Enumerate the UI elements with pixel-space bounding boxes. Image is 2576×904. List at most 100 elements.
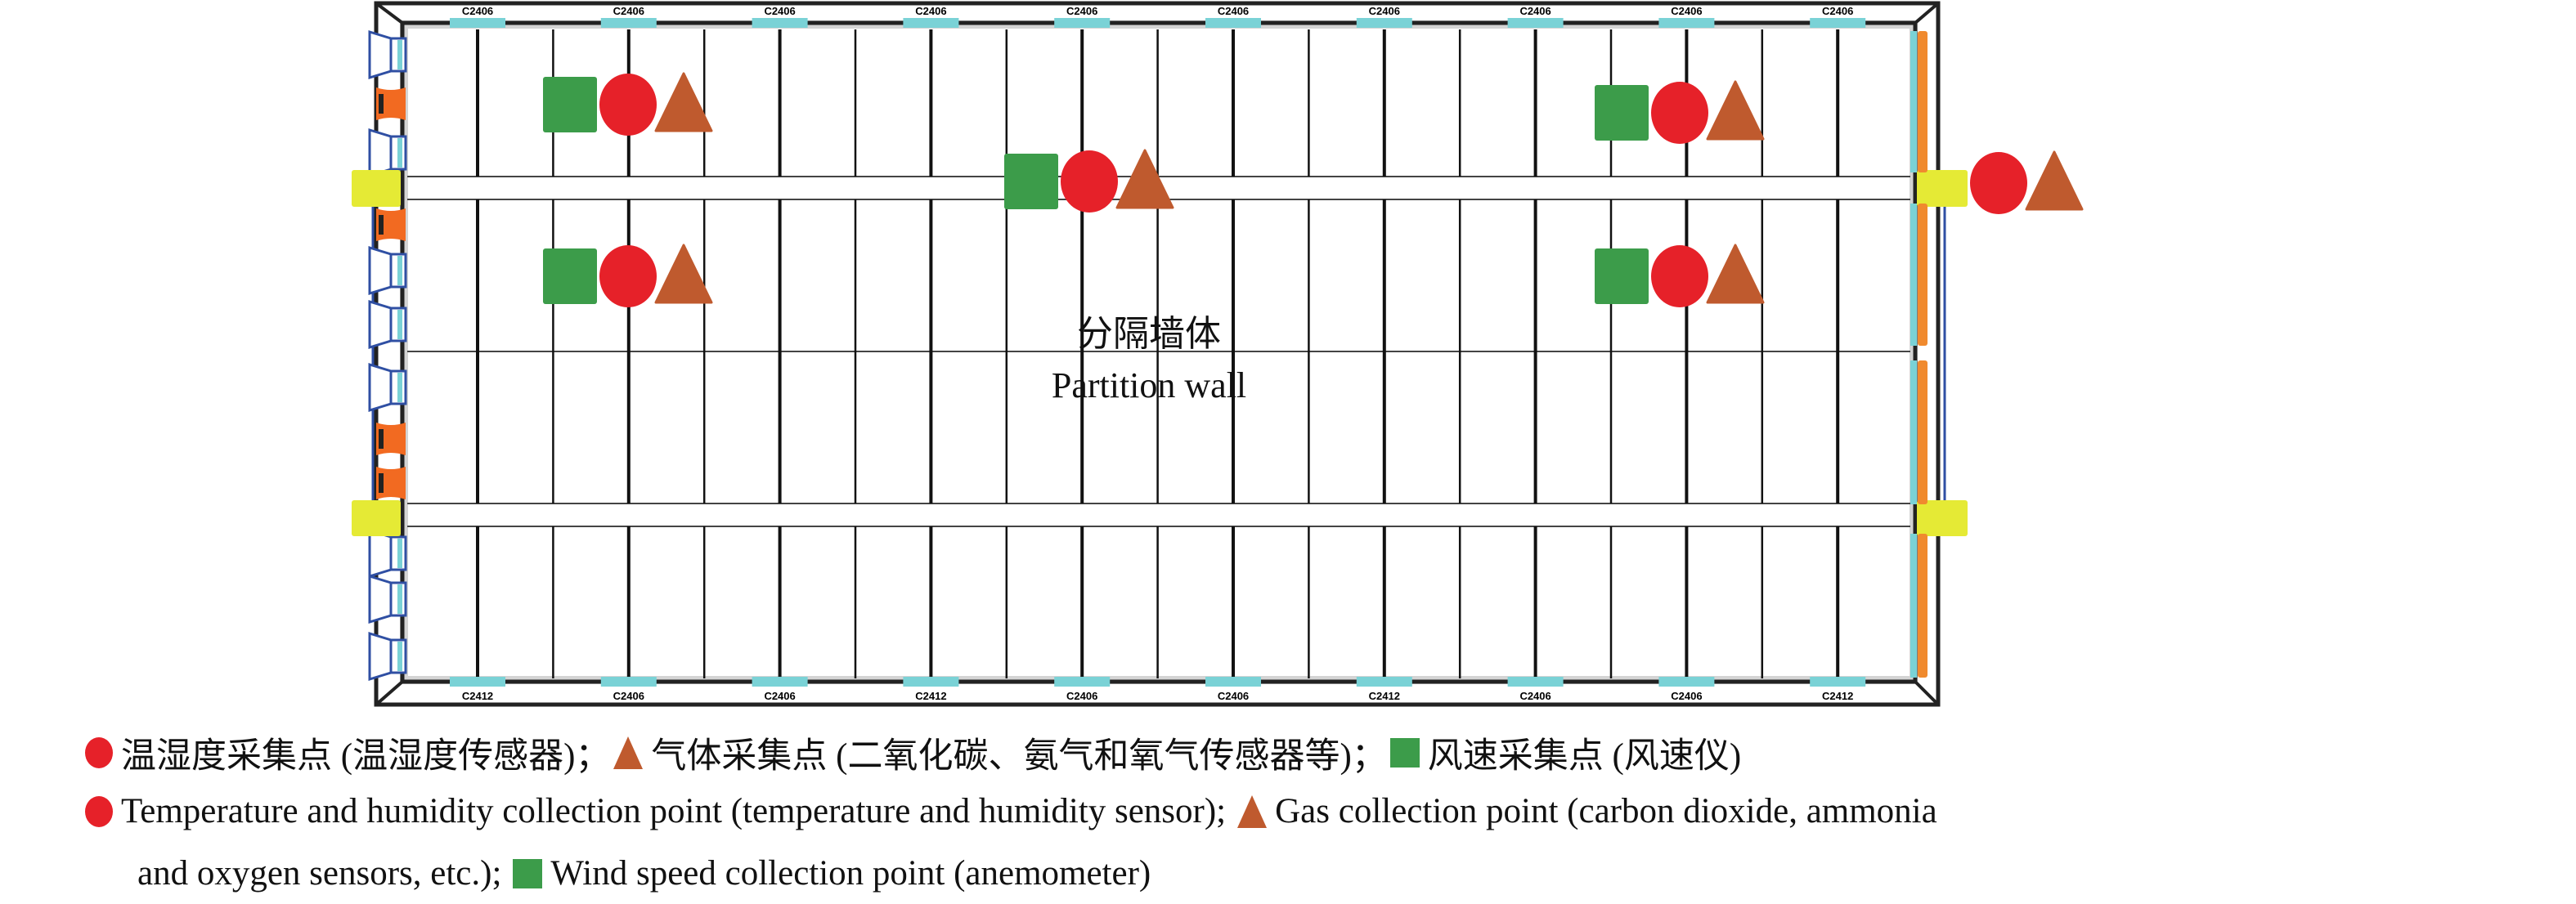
top-window-label: C2406	[1822, 5, 1853, 17]
fan-shutter	[397, 642, 402, 671]
wind-speed-sensor	[1595, 85, 1649, 141]
pad-strip	[1910, 360, 1917, 504]
temp-humidity-sensor	[599, 245, 657, 307]
cooling-pad	[1918, 31, 1928, 172]
bottom-window	[903, 677, 959, 687]
top-window-label: C2406	[613, 5, 644, 17]
wind-speed-sensor	[1595, 248, 1649, 304]
corner-line	[1914, 680, 1940, 706]
top-window	[1507, 18, 1564, 28]
gas-sensor	[654, 244, 713, 304]
exhaust-fan-icon	[368, 631, 407, 682]
bottom-window	[1810, 677, 1866, 687]
wind-speed-icon	[1389, 738, 1420, 768]
gas-icon	[1237, 794, 1268, 828]
exhaust-fan-icon	[368, 528, 407, 579]
exhaust-fan-icon	[368, 362, 407, 413]
gas-sensor	[654, 72, 713, 132]
top-window-label: C2406	[1066, 5, 1097, 17]
bottom-window	[1356, 677, 1412, 687]
temp-humidity-icon	[85, 737, 113, 768]
partition-label-en: Partition wall	[1051, 365, 1247, 405]
top-window-label: C2406	[462, 5, 493, 17]
bottom-window	[1658, 677, 1715, 687]
cooling-pad	[1918, 534, 1928, 678]
legend-wind-en: Wind speed collection point (anemometer)	[550, 854, 1151, 893]
bottom-window	[1507, 677, 1564, 687]
small-fan-motor	[379, 473, 384, 493]
temp-humidity-sensor	[599, 74, 657, 136]
top-window	[450, 18, 505, 28]
temp-humidity-sensor	[1651, 245, 1708, 307]
bottom-window-label: C2406	[1671, 690, 1702, 702]
air-inlet-right	[1917, 500, 1968, 536]
bottom-window	[1205, 677, 1261, 687]
corner-line	[1914, 2, 1940, 25]
bottom-window-label: C2406	[1218, 690, 1249, 702]
legend-gas-en-cont: and oxygen sensors, etc.);	[137, 854, 502, 893]
top-window-label: C2406	[915, 5, 946, 17]
fan-shutter	[397, 138, 402, 168]
exhaust-fan-icon	[368, 574, 407, 624]
gas-sensor	[2025, 150, 2084, 211]
top-window	[752, 18, 808, 28]
temp-humidity-sensor	[1970, 152, 2027, 214]
wind-speed-sensor	[543, 77, 597, 132]
bottom-window-label: C2412	[462, 690, 493, 702]
top-window-label: C2406	[1218, 5, 1249, 17]
fan-shutter	[397, 373, 402, 402]
pad-strip	[1910, 31, 1917, 172]
top-window	[1810, 18, 1866, 28]
legend-wind-cn: 风速采集点 (风速仪)	[1427, 737, 1742, 776]
air-inlet-left	[352, 500, 401, 536]
outer-wall	[374, 1, 1941, 707]
pad-strip	[1910, 534, 1917, 678]
gas-sensor	[1706, 80, 1765, 141]
bottom-window	[1054, 677, 1111, 687]
bottom-window-label: C2406	[1519, 690, 1551, 702]
top-window-label: C2406	[1671, 5, 1702, 17]
legend-gas-cn: 气体采集点 (二氧化碳、氨气和氧气传感器等)；	[651, 737, 1387, 776]
fan-shutter	[397, 256, 402, 285]
partition-label-cn: 分隔墙体	[1077, 314, 1221, 354]
bottom-window-label: C2406	[613, 690, 644, 702]
exhaust-fan-icon	[368, 245, 407, 296]
exhaust-fan-icon	[368, 128, 407, 178]
bottom-window-label: C2406	[1066, 690, 1097, 702]
exhaust-fan-icon	[368, 29, 407, 80]
legend-row-en-1: Temperature and humidity collection poin…	[82, 791, 1937, 831]
air-inlet-left	[352, 170, 401, 207]
small-fan-motor	[379, 94, 384, 114]
fan-shutter	[397, 310, 402, 339]
exhaust-fan-icon	[368, 299, 407, 350]
bottom-window	[600, 677, 657, 687]
top-window	[1658, 18, 1715, 28]
legend-row-cn: 温湿度采集点 (温湿度传感器)； 气体采集点 (二氧化碳、氨气和氧气传感器等)；…	[82, 727, 1741, 778]
gas-icon	[613, 736, 644, 769]
corner-line	[375, 2, 404, 25]
top-window-label: C2406	[1519, 5, 1551, 17]
small-fan-motor	[379, 429, 384, 449]
pad-strip	[1910, 204, 1917, 346]
top-window	[600, 18, 657, 28]
legend-temp-en: Temperature and humidity collection poin…	[121, 792, 1227, 830]
cooling-pad	[1918, 360, 1928, 504]
legend-gas-en: Gas collection point (carbon dioxide, am…	[1275, 792, 1937, 830]
top-window	[1205, 18, 1261, 28]
fan-shutter	[397, 584, 402, 614]
small-fan-motor	[379, 215, 384, 235]
cooling-pad	[1918, 204, 1928, 346]
legend-row-en-2: and oxygen sensors, etc.); Wind speed co…	[137, 853, 1151, 893]
gas-sensor	[1115, 149, 1174, 209]
temp-humidity-icon	[85, 795, 113, 827]
bottom-window-label: C2412	[1369, 690, 1400, 702]
temp-humidity-sensor	[1651, 82, 1708, 144]
bottom-window-label: C2412	[915, 690, 946, 702]
wind-speed-icon	[513, 858, 543, 888]
top-window	[1054, 18, 1111, 28]
bottom-window	[450, 677, 505, 687]
inner-wall	[400, 20, 1918, 684]
top-window-label: C2406	[1369, 5, 1400, 17]
bottom-window-label: C2412	[1822, 690, 1853, 702]
